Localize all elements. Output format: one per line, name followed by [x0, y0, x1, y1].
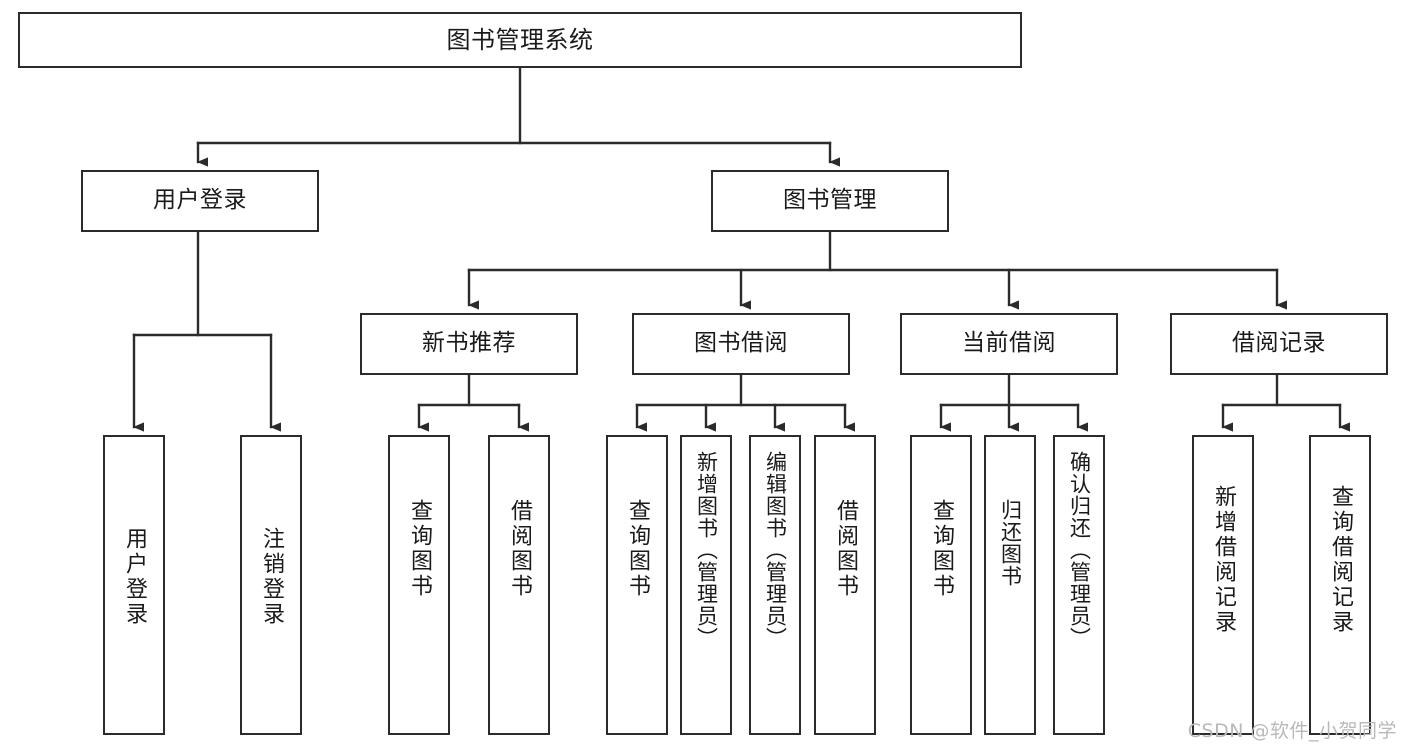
node-leaf-confirm-return[interactable]: 确认归还（管理员） [1053, 435, 1105, 735]
node-leaf-add-record-label: 新增借阅记录 [1211, 485, 1236, 635]
node-leaf-query-book-2-label: 查询图书 [625, 499, 650, 599]
node-leaf-query-record-label: 查询借阅记录 [1328, 485, 1353, 635]
node-leaf-query-book-2[interactable]: 查询图书 [606, 435, 668, 735]
node-current-borrow[interactable]: 当前借阅 [900, 313, 1118, 375]
node-leaf-user-login[interactable]: 用户登录 [103, 435, 165, 735]
node-leaf-add-record[interactable]: 新增借阅记录 [1192, 435, 1254, 735]
node-current-borrow-label: 当前借阅 [962, 330, 1056, 357]
node-root-label: 图书管理系统 [446, 25, 594, 54]
node-leaf-confirm-return-label: 确认归还（管理员） [1067, 451, 1092, 649]
node-leaf-borrow-book-2-label: 借阅图书 [833, 499, 858, 599]
node-leaf-logout-login[interactable]: 注销登录 [240, 435, 302, 735]
node-borrow-record-label: 借阅记录 [1232, 330, 1326, 357]
node-new-book-recommend[interactable]: 新书推荐 [360, 313, 578, 375]
node-leaf-return-book-label: 归还图书 [998, 499, 1023, 587]
node-root[interactable]: 图书管理系统 [18, 12, 1022, 68]
node-leaf-borrow-book-2[interactable]: 借阅图书 [814, 435, 876, 735]
node-user-login-label: 用户登录 [153, 187, 247, 214]
node-book-borrow[interactable]: 图书借阅 [632, 313, 850, 375]
node-leaf-add-book-label: 新增图书（管理员） [694, 451, 719, 649]
node-book-manage-label: 图书管理 [783, 187, 877, 214]
node-leaf-borrow-book-1-label: 借阅图书 [507, 499, 532, 599]
node-new-book-recommend-label: 新书推荐 [422, 330, 516, 357]
node-leaf-logout-login-label: 注销登录 [259, 527, 284, 627]
node-leaf-edit-book[interactable]: 编辑图书（管理员） [749, 435, 801, 735]
node-leaf-edit-book-label: 编辑图书（管理员） [763, 451, 788, 649]
node-leaf-query-record[interactable]: 查询借阅记录 [1309, 435, 1371, 735]
node-leaf-return-book[interactable]: 归还图书 [984, 435, 1036, 735]
node-leaf-user-login-label: 用户登录 [122, 527, 147, 627]
node-leaf-add-book[interactable]: 新增图书（管理员） [680, 435, 732, 735]
node-user-login[interactable]: 用户登录 [81, 170, 319, 232]
node-leaf-query-book-3[interactable]: 查询图书 [910, 435, 972, 735]
node-borrow-record[interactable]: 借阅记录 [1170, 313, 1388, 375]
node-leaf-query-book-1-label: 查询图书 [407, 499, 432, 599]
node-leaf-borrow-book-1[interactable]: 借阅图书 [488, 435, 550, 735]
node-leaf-query-book-1[interactable]: 查询图书 [388, 435, 450, 735]
node-book-manage[interactable]: 图书管理 [711, 170, 949, 232]
watermark-text: CSDN @软件_小贺同学 [1187, 720, 1397, 742]
node-book-borrow-label: 图书借阅 [694, 330, 788, 357]
node-leaf-query-book-3-label: 查询图书 [929, 499, 954, 599]
